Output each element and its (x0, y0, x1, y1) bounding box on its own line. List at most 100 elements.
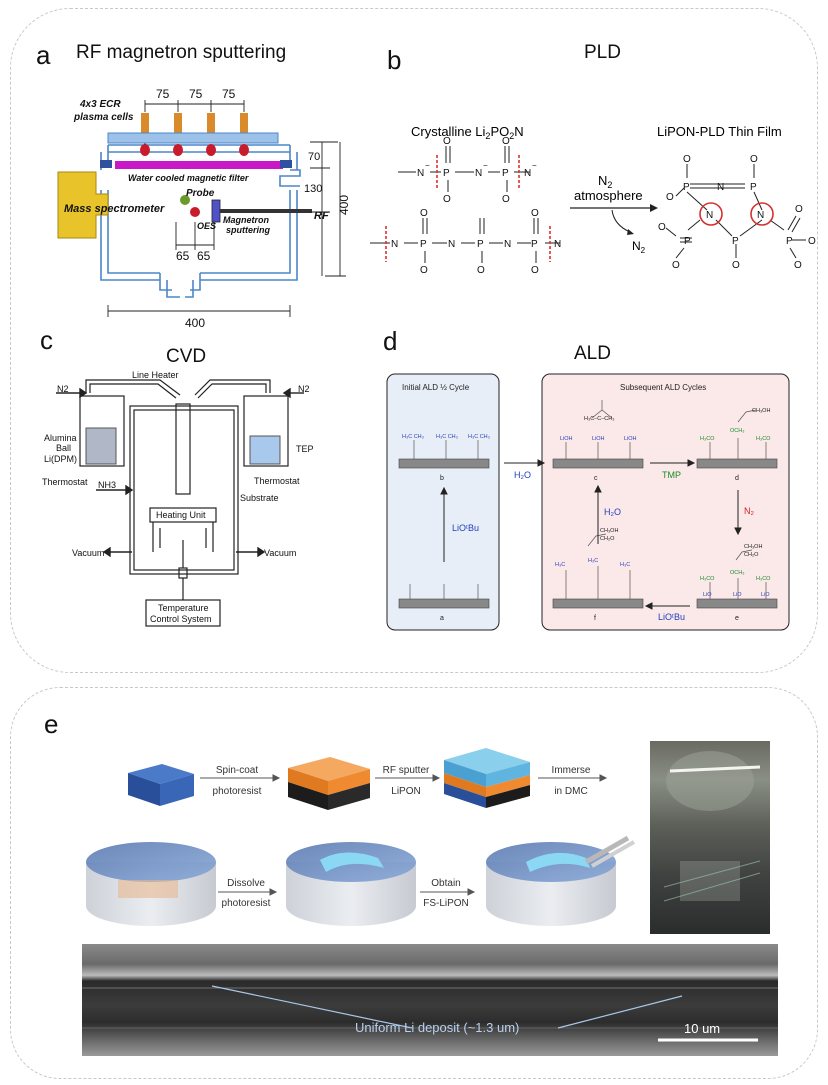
ald-subsequent-box (541, 373, 790, 631)
vacuum-left-label: Vacuum (72, 548, 104, 558)
magnetic-filter (115, 161, 283, 169)
oes-dot (190, 207, 200, 217)
mass-spec-label: Mass spectrometer (64, 203, 165, 215)
thermostat-right-label: Thermostat (254, 476, 300, 486)
svg-text:O: O (808, 236, 816, 247)
reagent-litbu: LiOᵗBu (452, 523, 479, 533)
magnetron-rod (220, 209, 312, 213)
panel-b-letter: b (387, 45, 402, 75)
panel-b-title: PLD (584, 42, 621, 63)
svg-text:P: P (683, 182, 690, 193)
arrow-label-n2: N2 (598, 173, 612, 190)
beaker-1 (86, 842, 216, 926)
svg-text:N: N (475, 168, 482, 179)
svg-text:LiO: LiO (761, 592, 770, 598)
svg-text:LiO: LiO (703, 592, 712, 598)
svg-text:O: O (795, 204, 803, 215)
rf-label: RF (314, 210, 329, 222)
svg-text:H₃C: H₃C (555, 562, 565, 568)
step-obtain-2: FS-LiPON (423, 898, 469, 909)
ball-label: Ball (56, 443, 71, 453)
step-immerse-2: in DMC (554, 786, 587, 797)
beaker-2 (286, 842, 416, 926)
step-dissolve-2: photoresist (222, 898, 271, 909)
panel-e-letter: e (44, 709, 59, 739)
svg-text:N: N (717, 182, 724, 193)
tep-label: TEP (296, 444, 314, 454)
subsequent-cycles-label: Subsequent ALD Cycles (620, 383, 706, 392)
reagent-h2o: H₂O (514, 470, 531, 480)
reagent-n2: N₂ (744, 506, 754, 516)
step-immerse: Immerse (552, 765, 591, 776)
ecr-label: 4x3 ECR (79, 99, 121, 110)
crystalline-label: Crystalline Li2PO2N (411, 124, 524, 141)
ald-step-f: f (594, 615, 596, 622)
dim-75-2: 75 (189, 87, 203, 101)
dim-75-3: 75 (222, 87, 236, 101)
upper-chain-atoms: N P O O N P O O N − − − (417, 136, 537, 205)
substrate-block (128, 764, 194, 806)
svg-text:LiOH: LiOH (624, 436, 637, 442)
svg-text:O: O (794, 260, 802, 271)
svg-text:O: O (531, 208, 539, 219)
svg-text:P: P (531, 239, 538, 250)
svg-text:H₃C CH₃: H₃C CH₃ (436, 434, 458, 440)
film-n-circle-2 (750, 202, 774, 226)
svg-text:O: O (420, 208, 428, 219)
reagent-litbu-f: LiOᵗBu (658, 612, 685, 622)
panel-d-title: ALD (574, 343, 611, 364)
svg-text:P: P (443, 168, 450, 179)
dim-400-horizontal: 400 (185, 316, 205, 330)
probe-label: Probe (186, 188, 215, 199)
svg-text:−: − (483, 161, 488, 170)
svg-text:P: P (502, 168, 509, 179)
panel-d-letter: d (383, 326, 398, 356)
svg-text:N: N (504, 239, 511, 250)
vacuum-right-label: Vacuum (264, 548, 296, 558)
svg-text:O: O (683, 154, 691, 165)
lipon-stack (444, 748, 530, 808)
svg-text:CH₃OH: CH₃OH (600, 528, 618, 534)
ald-molecule-stubs (409, 400, 767, 599)
svg-text:H₃C–C–CH₃: H₃C–C–CH₃ (584, 416, 614, 422)
reagent-tmp: TMP (662, 470, 681, 480)
sem-annotation: Uniform Li deposit (~1.3 um) (355, 1020, 520, 1035)
svg-text:LiO: LiO (733, 592, 742, 598)
ald-step-a: a (440, 615, 444, 622)
magnetron-label-2: sputtering (226, 225, 271, 235)
step-spin-coat-2: photoresist (213, 786, 262, 797)
dim-65-1: 65 (176, 249, 190, 263)
fs-lipon-photo (650, 741, 770, 934)
step-spin-coat: Spin-coat (216, 765, 258, 776)
svg-text:O: O (666, 192, 674, 203)
line-heater-label: Line Heater (132, 370, 179, 380)
ald-step-b: b (440, 475, 444, 482)
bottom-panel-frame (10, 687, 818, 1079)
svg-text:O: O (502, 194, 510, 205)
oes-label: OES (197, 221, 216, 231)
panel-a-title: RF magnetron sputtering (76, 42, 287, 63)
process-arrows-row1 (200, 774, 608, 896)
svg-text:CH₃OH: CH₃OH (744, 544, 762, 550)
panel-a-letter: a (36, 40, 51, 70)
svg-text:N: N (554, 239, 561, 250)
top-panel-frame (10, 8, 818, 673)
arrow-label-atmosphere: atmosphere (574, 188, 643, 203)
scale-bar-label: 10 um (684, 1021, 721, 1036)
pld-reaction-arrow (570, 204, 658, 235)
svg-text:P: P (750, 182, 757, 193)
ald-step-e: e (735, 615, 739, 622)
ald-arrows (440, 459, 742, 610)
svg-text:N: N (448, 239, 455, 250)
reagent-h2o-f: H₂O (604, 507, 621, 517)
alumina-ball-vessel (85, 427, 117, 465)
panel-c-title: CVD (166, 346, 207, 367)
svg-text:O: O (420, 265, 428, 276)
chamber-outline (100, 144, 301, 298)
svg-text:OCH₃: OCH₃ (730, 570, 744, 576)
svg-text:P: P (786, 236, 793, 247)
